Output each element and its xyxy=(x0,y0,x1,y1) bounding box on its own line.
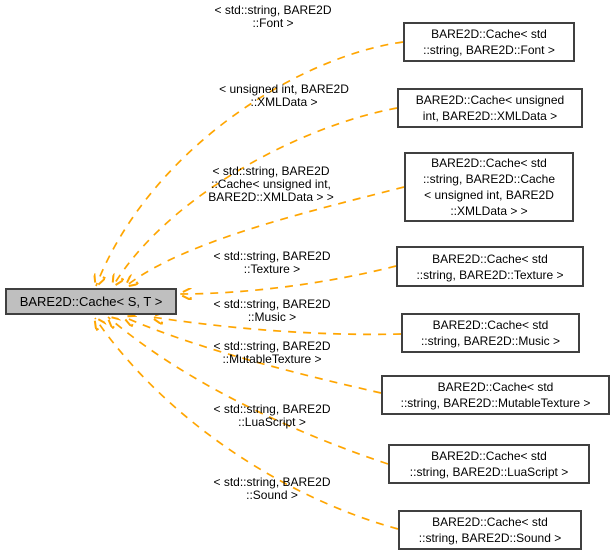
edge-label-line: ::MutableTexture > xyxy=(222,352,322,366)
edge-label-cache-xmldata: < std::string, BARE2D ::Cache< unsigned … xyxy=(208,165,333,204)
edge-label-texture: < std::string, BARE2D ::Texture > xyxy=(213,250,330,276)
node-line: ::string, BARE2D::Sound > xyxy=(418,531,562,545)
edge-label-line: ::XMLData > xyxy=(250,95,318,109)
edge-xmldata xyxy=(113,107,398,286)
node-line: int, BARE2D::XMLData > xyxy=(422,109,558,123)
node-line: ::string, BARE2D::Music > xyxy=(420,334,561,348)
node-line: ::XMLData > > xyxy=(450,204,528,218)
edge-label-line: ::Cache< unsigned int, xyxy=(211,177,331,191)
edge-texture xyxy=(180,265,397,294)
edge-label-xmldata: < unsigned int, BARE2D ::XMLData > xyxy=(219,83,349,109)
instance-node-texture[interactable]: BARE2D::Cache< std ::string, BARE2D::Tex… xyxy=(396,246,584,287)
main-class-node: BARE2D::Cache< S, T > xyxy=(5,288,177,315)
edge-label-font: < std::string, BARE2D ::Font > xyxy=(214,4,331,30)
edge-label-sound: < std::string, BARE2D ::Sound > xyxy=(213,476,330,502)
instance-node-font[interactable]: BARE2D::Cache< std ::string, BARE2D::Fon… xyxy=(403,22,575,62)
edge-label-mutable-texture: < std::string, BARE2D ::MutableTexture > xyxy=(213,340,330,366)
instance-node-xmldata[interactable]: BARE2D::Cache< unsigned int, BARE2D::XML… xyxy=(397,88,583,128)
edge-label-line: < std::string, BARE2D xyxy=(213,339,331,353)
edge-label-line: BARE2D::XMLData > > xyxy=(208,190,334,204)
edge-label-line: < std::string, BARE2D xyxy=(213,402,331,416)
node-line: BARE2D::Cache< unsigned xyxy=(415,93,565,107)
instance-node-luascript[interactable]: BARE2D::Cache< std ::string, BARE2D::Lua… xyxy=(388,444,590,484)
edge-label-line: ::Sound > xyxy=(246,488,298,502)
edge-label-line: ::Music > xyxy=(247,310,297,324)
edge-cache-xmldata xyxy=(126,186,405,286)
node-line: BARE2D::Cache< std xyxy=(431,156,547,170)
edge-label-line: < std::string, BARE2D xyxy=(213,249,331,263)
node-line: ::string, BARE2D::LuaScript > xyxy=(409,465,569,479)
edge-label-line: < std::string, BARE2D xyxy=(213,297,331,311)
instance-node-cache-xmldata[interactable]: BARE2D::Cache< std ::string, BARE2D::Cac… xyxy=(404,152,574,222)
edge-label-line: < std::string, BARE2D xyxy=(212,164,330,178)
edge-label-line: ::Font > xyxy=(252,16,294,30)
node-line: < unsigned int, BARE2D xyxy=(424,188,554,202)
edge-label-line: ::LuaScript > xyxy=(238,415,306,429)
edge-mutable-texture xyxy=(124,317,382,394)
edge-label-luascript: < std::string, BARE2D ::LuaScript > xyxy=(213,403,330,429)
main-class-label: BARE2D::Cache< S, T > xyxy=(19,293,163,309)
instance-node-sound[interactable]: BARE2D::Cache< std ::string, BARE2D::Sou… xyxy=(398,510,582,550)
node-line: ::string, BARE2D::Cache xyxy=(422,172,556,186)
edge-label-line: ::Texture > xyxy=(243,262,301,276)
node-line: BARE2D::Cache< std xyxy=(431,449,547,463)
node-line: ::string, BARE2D::MutableTexture > xyxy=(400,396,591,410)
edge-sound xyxy=(95,318,399,530)
node-line: BARE2D::Cache< std xyxy=(432,251,548,266)
edge-label-line: < std::string, BARE2D xyxy=(214,3,332,17)
node-line: BARE2D::Cache< std xyxy=(432,515,548,529)
node-line: BARE2D::Cache< std xyxy=(437,380,554,394)
node-line: ::string, BARE2D::Font > xyxy=(423,43,555,57)
node-line: BARE2D::Cache< std xyxy=(431,27,547,41)
instance-node-mutable-texture[interactable]: BARE2D::Cache< std ::string, BARE2D::Mut… xyxy=(381,375,610,415)
edge-luascript xyxy=(108,317,389,465)
node-line: BARE2D::Cache< std xyxy=(432,318,549,332)
edge-label-music: < std::string, BARE2D ::Music > xyxy=(213,298,330,324)
node-line: ::string, BARE2D::Texture > xyxy=(416,267,564,282)
edge-music xyxy=(152,317,402,336)
edge-label-line: < std::string, BARE2D xyxy=(213,475,331,489)
edge-label-line: < unsigned int, BARE2D xyxy=(219,82,349,96)
instance-node-music[interactable]: BARE2D::Cache< std ::string, BARE2D::Mus… xyxy=(401,313,580,353)
edge-font xyxy=(96,41,404,286)
